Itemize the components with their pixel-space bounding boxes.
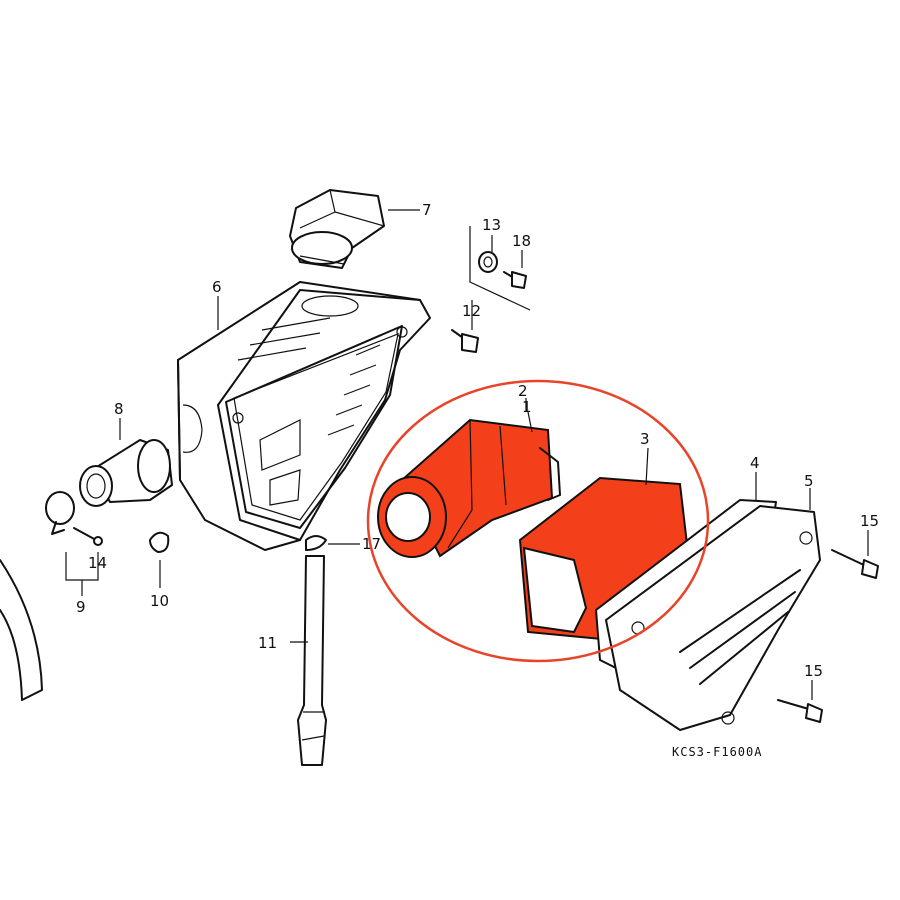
callout-4: 4 — [750, 454, 760, 472]
part-12-bolt — [451, 329, 479, 353]
part-1-2-element-assembly — [377, 418, 561, 558]
hose-fragment — [0, 559, 43, 701]
part-17-clip — [305, 535, 327, 551]
callout-18: 18 — [512, 232, 531, 250]
part-14-screw — [73, 527, 103, 546]
callout-3: 3 — [640, 430, 650, 448]
callout-13: 13 — [482, 216, 501, 234]
callout-5: 5 — [804, 472, 814, 490]
callout-15-lower: 15 — [804, 662, 823, 680]
callout-15-upper: 15 — [860, 512, 879, 530]
part-10-clip — [149, 531, 170, 553]
part-7-connector — [289, 189, 385, 269]
callout-1: 1 — [522, 398, 532, 416]
part-11-drain-tube — [297, 555, 327, 766]
callout-2: 2 — [518, 382, 528, 400]
part-6-air-cleaner-case — [177, 281, 431, 551]
part-18-bolt — [503, 271, 527, 289]
callout-6: 6 — [212, 278, 222, 296]
callout-10: 10 — [150, 592, 169, 610]
callout-12: 12 — [462, 302, 481, 320]
callout-17: 17 — [362, 535, 381, 553]
callout-11: 11 — [258, 634, 277, 652]
callout-8: 8 — [114, 400, 124, 418]
drawing-code: KCS3-F1600A — [672, 745, 762, 759]
part-13-washer — [478, 251, 498, 273]
callout-labels: 1 2 3 4 5 6 7 8 9 10 11 12 13 14 15 15 1… — [76, 201, 879, 680]
callout-9: 9 — [76, 598, 86, 616]
part-8-intake-boot — [79, 439, 173, 507]
part-15-bolt-lower — [777, 699, 823, 723]
callout-14: 14 — [88, 554, 107, 572]
leader-lines — [65, 209, 869, 700]
bracket-12-13-18 — [469, 226, 531, 311]
part-15-bolt-upper — [831, 549, 879, 579]
highlight-ring — [366, 379, 710, 663]
callout-7: 7 — [422, 201, 432, 219]
part-9-clamp — [45, 491, 75, 535]
